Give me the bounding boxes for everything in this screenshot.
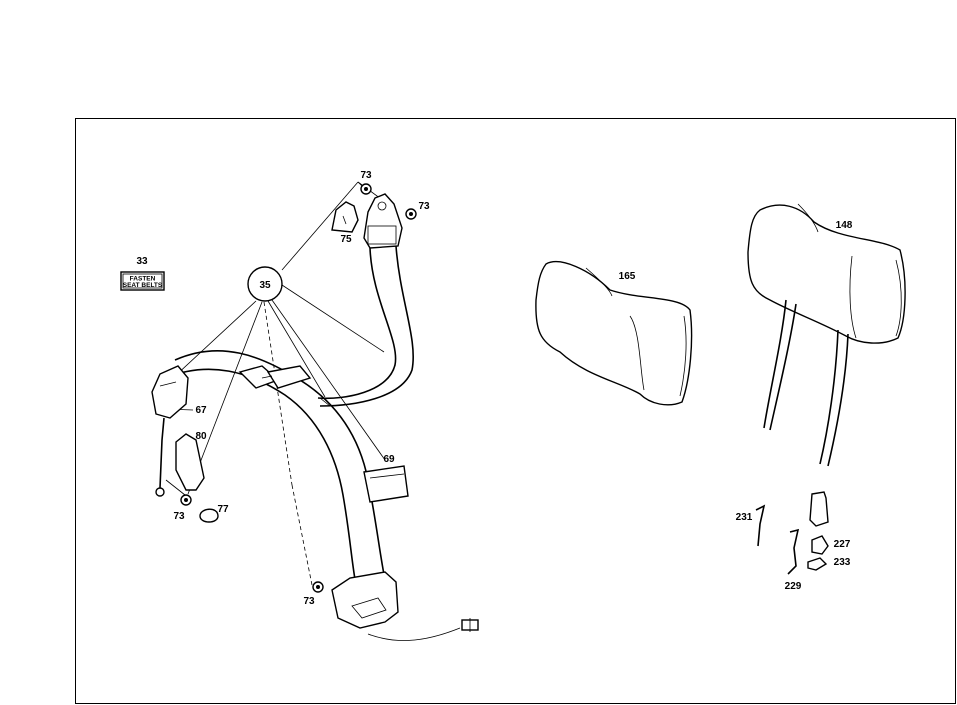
label-67: 67: [195, 405, 207, 416]
label-73-right: 73: [418, 201, 430, 212]
part-231: [755, 504, 766, 547]
badge-line-1: FASTEN: [130, 276, 156, 283]
label-229: 229: [785, 581, 802, 592]
label-80: 80: [195, 431, 207, 442]
upper-anchor: [363, 193, 403, 249]
label-35: 35: [259, 280, 271, 291]
label-148: 148: [836, 220, 853, 231]
diagram-frame: [75, 118, 956, 704]
cover-cap-75: [331, 201, 359, 233]
label-73-bottom: 73: [303, 596, 315, 607]
nut-73-left: [180, 494, 192, 506]
label-73-top: 73: [360, 170, 372, 181]
label-233: 233: [834, 557, 851, 568]
part-227: [811, 535, 829, 555]
label-69: 69: [383, 454, 395, 465]
part-233: [807, 557, 828, 571]
buckle-67: [151, 365, 189, 497]
headrest-165: [535, 261, 693, 406]
callout-circle-35: [247, 266, 283, 302]
label-77: 77: [217, 504, 229, 515]
label-33: 33: [136, 256, 148, 267]
part-229: [787, 528, 800, 575]
label-165: 165: [619, 271, 636, 282]
label-231: 231: [736, 512, 753, 523]
badge-line-2: SEAT BELTS: [123, 282, 163, 289]
nut-73-bottom: [312, 581, 324, 593]
nut-73-top: [360, 183, 372, 195]
cover-80: [175, 433, 205, 491]
shoulder-belt: [317, 245, 414, 407]
headrest-148: [747, 203, 906, 467]
part-labels: 33 35 73 73 75 67 80 69 73 77 73 165 148…: [136, 170, 852, 607]
label-75: 75: [340, 234, 352, 245]
lap-belt: [164, 349, 386, 586]
fasten-seat-belts-badge: FASTEN SEAT BELTS: [120, 271, 165, 291]
nut-73-right: [405, 208, 417, 220]
part-sleeve: [809, 491, 829, 527]
cap-77: [199, 508, 219, 523]
guide-69: [363, 465, 409, 503]
label-227: 227: [834, 539, 851, 550]
retractor: [331, 571, 479, 641]
label-73-left: 73: [173, 511, 185, 522]
